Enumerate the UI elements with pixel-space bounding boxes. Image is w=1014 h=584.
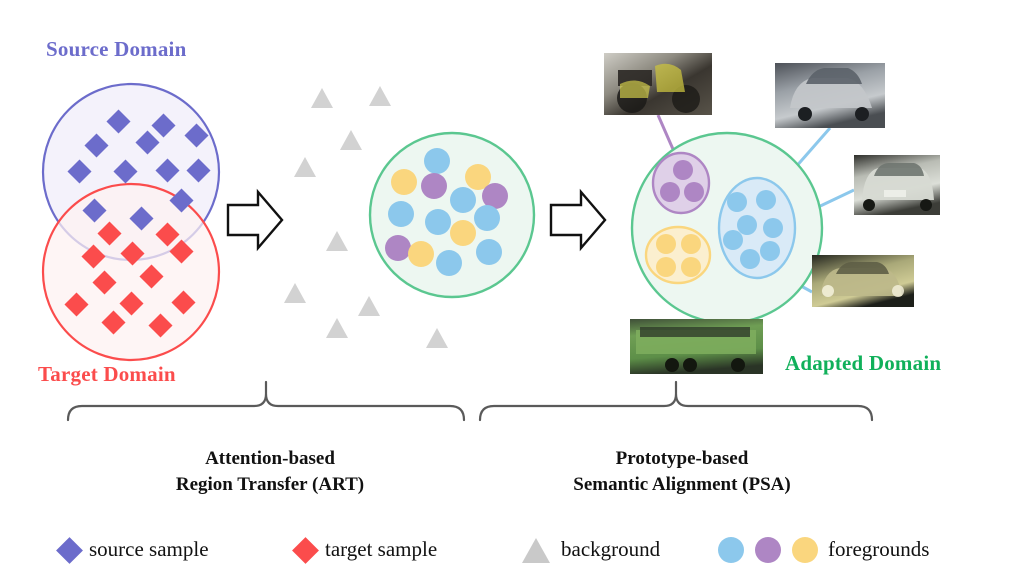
brace-psa-icon (478, 393, 874, 422)
cluster-blue (717, 176, 797, 280)
cluster-yellow (644, 225, 712, 285)
source-domain-title: Source Domain (46, 37, 187, 61)
legend-foreground-yellow-icon (792, 537, 818, 563)
target-sample-markers (64, 221, 196, 338)
thumbnail-green-bus (630, 319, 763, 374)
psa-stage-caption: Prototype-based Semantic Alignment (PSA) (487, 446, 877, 498)
arrow-stage-2-icon (549, 188, 607, 252)
psa-caption-line-1: Prototype-based (615, 448, 749, 469)
background-markers (284, 86, 448, 348)
legend-source-diamond-icon (56, 537, 83, 564)
panel-source-target (41, 82, 221, 362)
legend-background-triangle-icon (522, 538, 550, 563)
legend-label-foregrounds: foregrounds (828, 537, 930, 561)
psa-caption-line-2: Semantic Alignment (PSA) (573, 474, 791, 495)
thumbnail-motorbikes (604, 53, 712, 115)
legend-label-background: background (561, 537, 661, 561)
stage-braces (66, 380, 874, 422)
target-domain-title: Target Domain (38, 362, 176, 386)
panel-adapted-mixed (284, 86, 536, 348)
legend-foreground-blue-icon (718, 537, 744, 563)
mixed-foreground-dots (385, 148, 508, 276)
adapted-domain-title: Adapted Domain (785, 351, 942, 375)
art-caption-line-2: Region Transfer (ART) (175, 474, 365, 495)
panel-prototype-clusters (604, 53, 940, 374)
legend-target-diamond-icon (292, 537, 319, 564)
thumbnail-white-car (854, 155, 940, 215)
legend-foreground-purple-icon (755, 537, 781, 563)
arrow-stage-1-icon (226, 188, 284, 252)
brace-art-icon (66, 393, 466, 422)
thumbnail-silver-car (775, 63, 885, 128)
legend-label-source-sample: source sample (89, 537, 209, 561)
thumbnail-dark-car (812, 255, 914, 307)
cluster-purple (651, 151, 711, 215)
source-sample-markers (67, 109, 211, 231)
art-caption-line-1: Attention-based (205, 448, 335, 469)
art-stage-caption: Attention-based Region Transfer (ART) (75, 446, 465, 498)
legend-label-target-sample: target sample (325, 537, 438, 561)
target-domain-circle (41, 182, 221, 362)
